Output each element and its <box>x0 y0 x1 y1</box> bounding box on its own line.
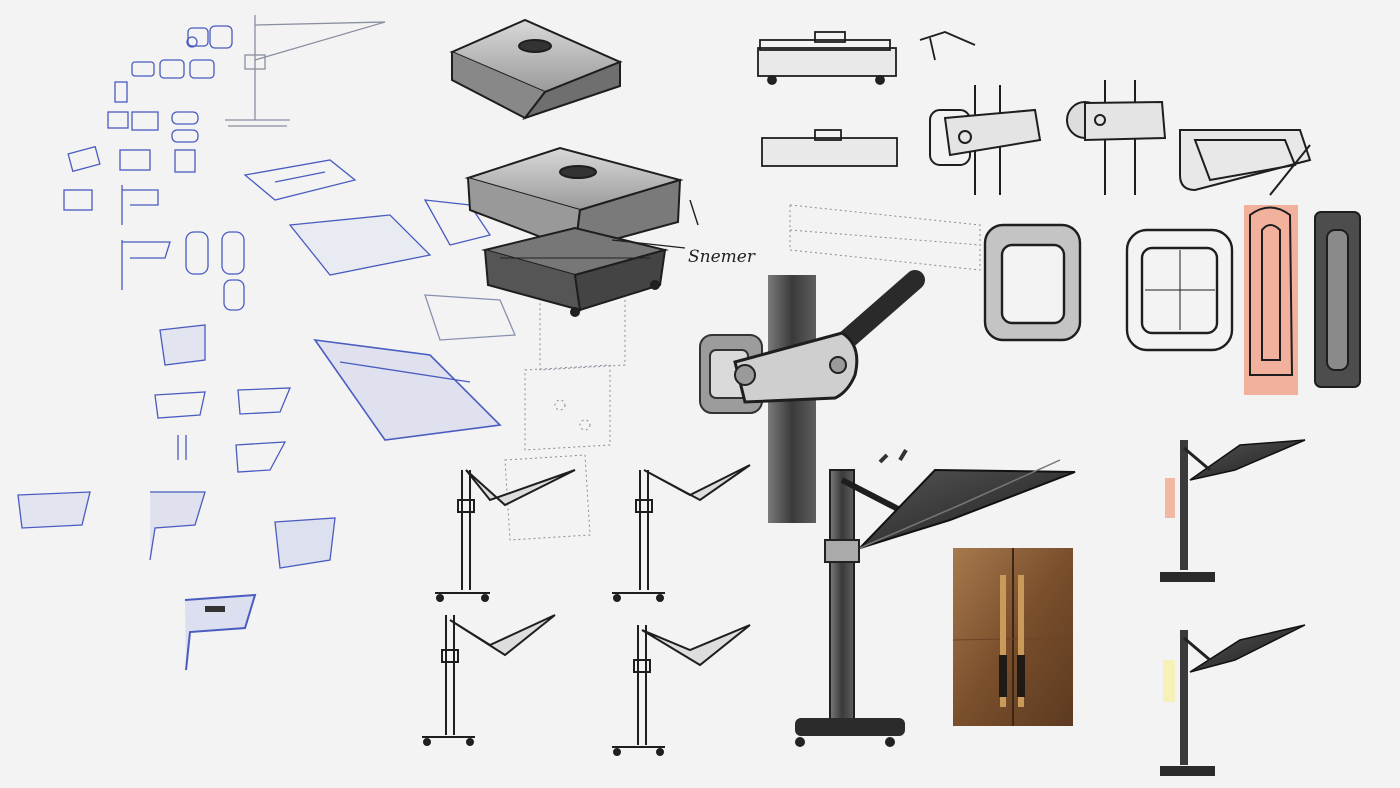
handle-paddle-renders <box>1244 205 1361 395</box>
parasol-variant-3 <box>422 614 556 746</box>
parasol-main-render <box>795 448 1076 747</box>
pole-clamp-sketches <box>929 80 1312 196</box>
parasol-side-views <box>422 464 751 756</box>
parasol-variant-4 <box>612 624 751 756</box>
base-top-views <box>983 223 1234 352</box>
parasol-right-top <box>1160 439 1306 582</box>
base-side-views <box>757 31 976 167</box>
clamp-closeup-render <box>699 270 925 523</box>
handwritten-annotation: Snemer <box>688 247 756 267</box>
parasol-variant-1 <box>435 469 576 602</box>
handle-reference-photo <box>952 548 1074 726</box>
faint-layout-sketches <box>504 204 981 541</box>
parasol-variant-2 <box>612 464 751 602</box>
thumbnail-parasol-topleft <box>225 15 386 127</box>
parasol-right-bottom <box>1160 624 1306 776</box>
exploded-base-weight: Snemer <box>449 18 756 317</box>
parasol-right-renders <box>1160 439 1306 776</box>
blue-pen-thumbnails <box>17 15 516 671</box>
